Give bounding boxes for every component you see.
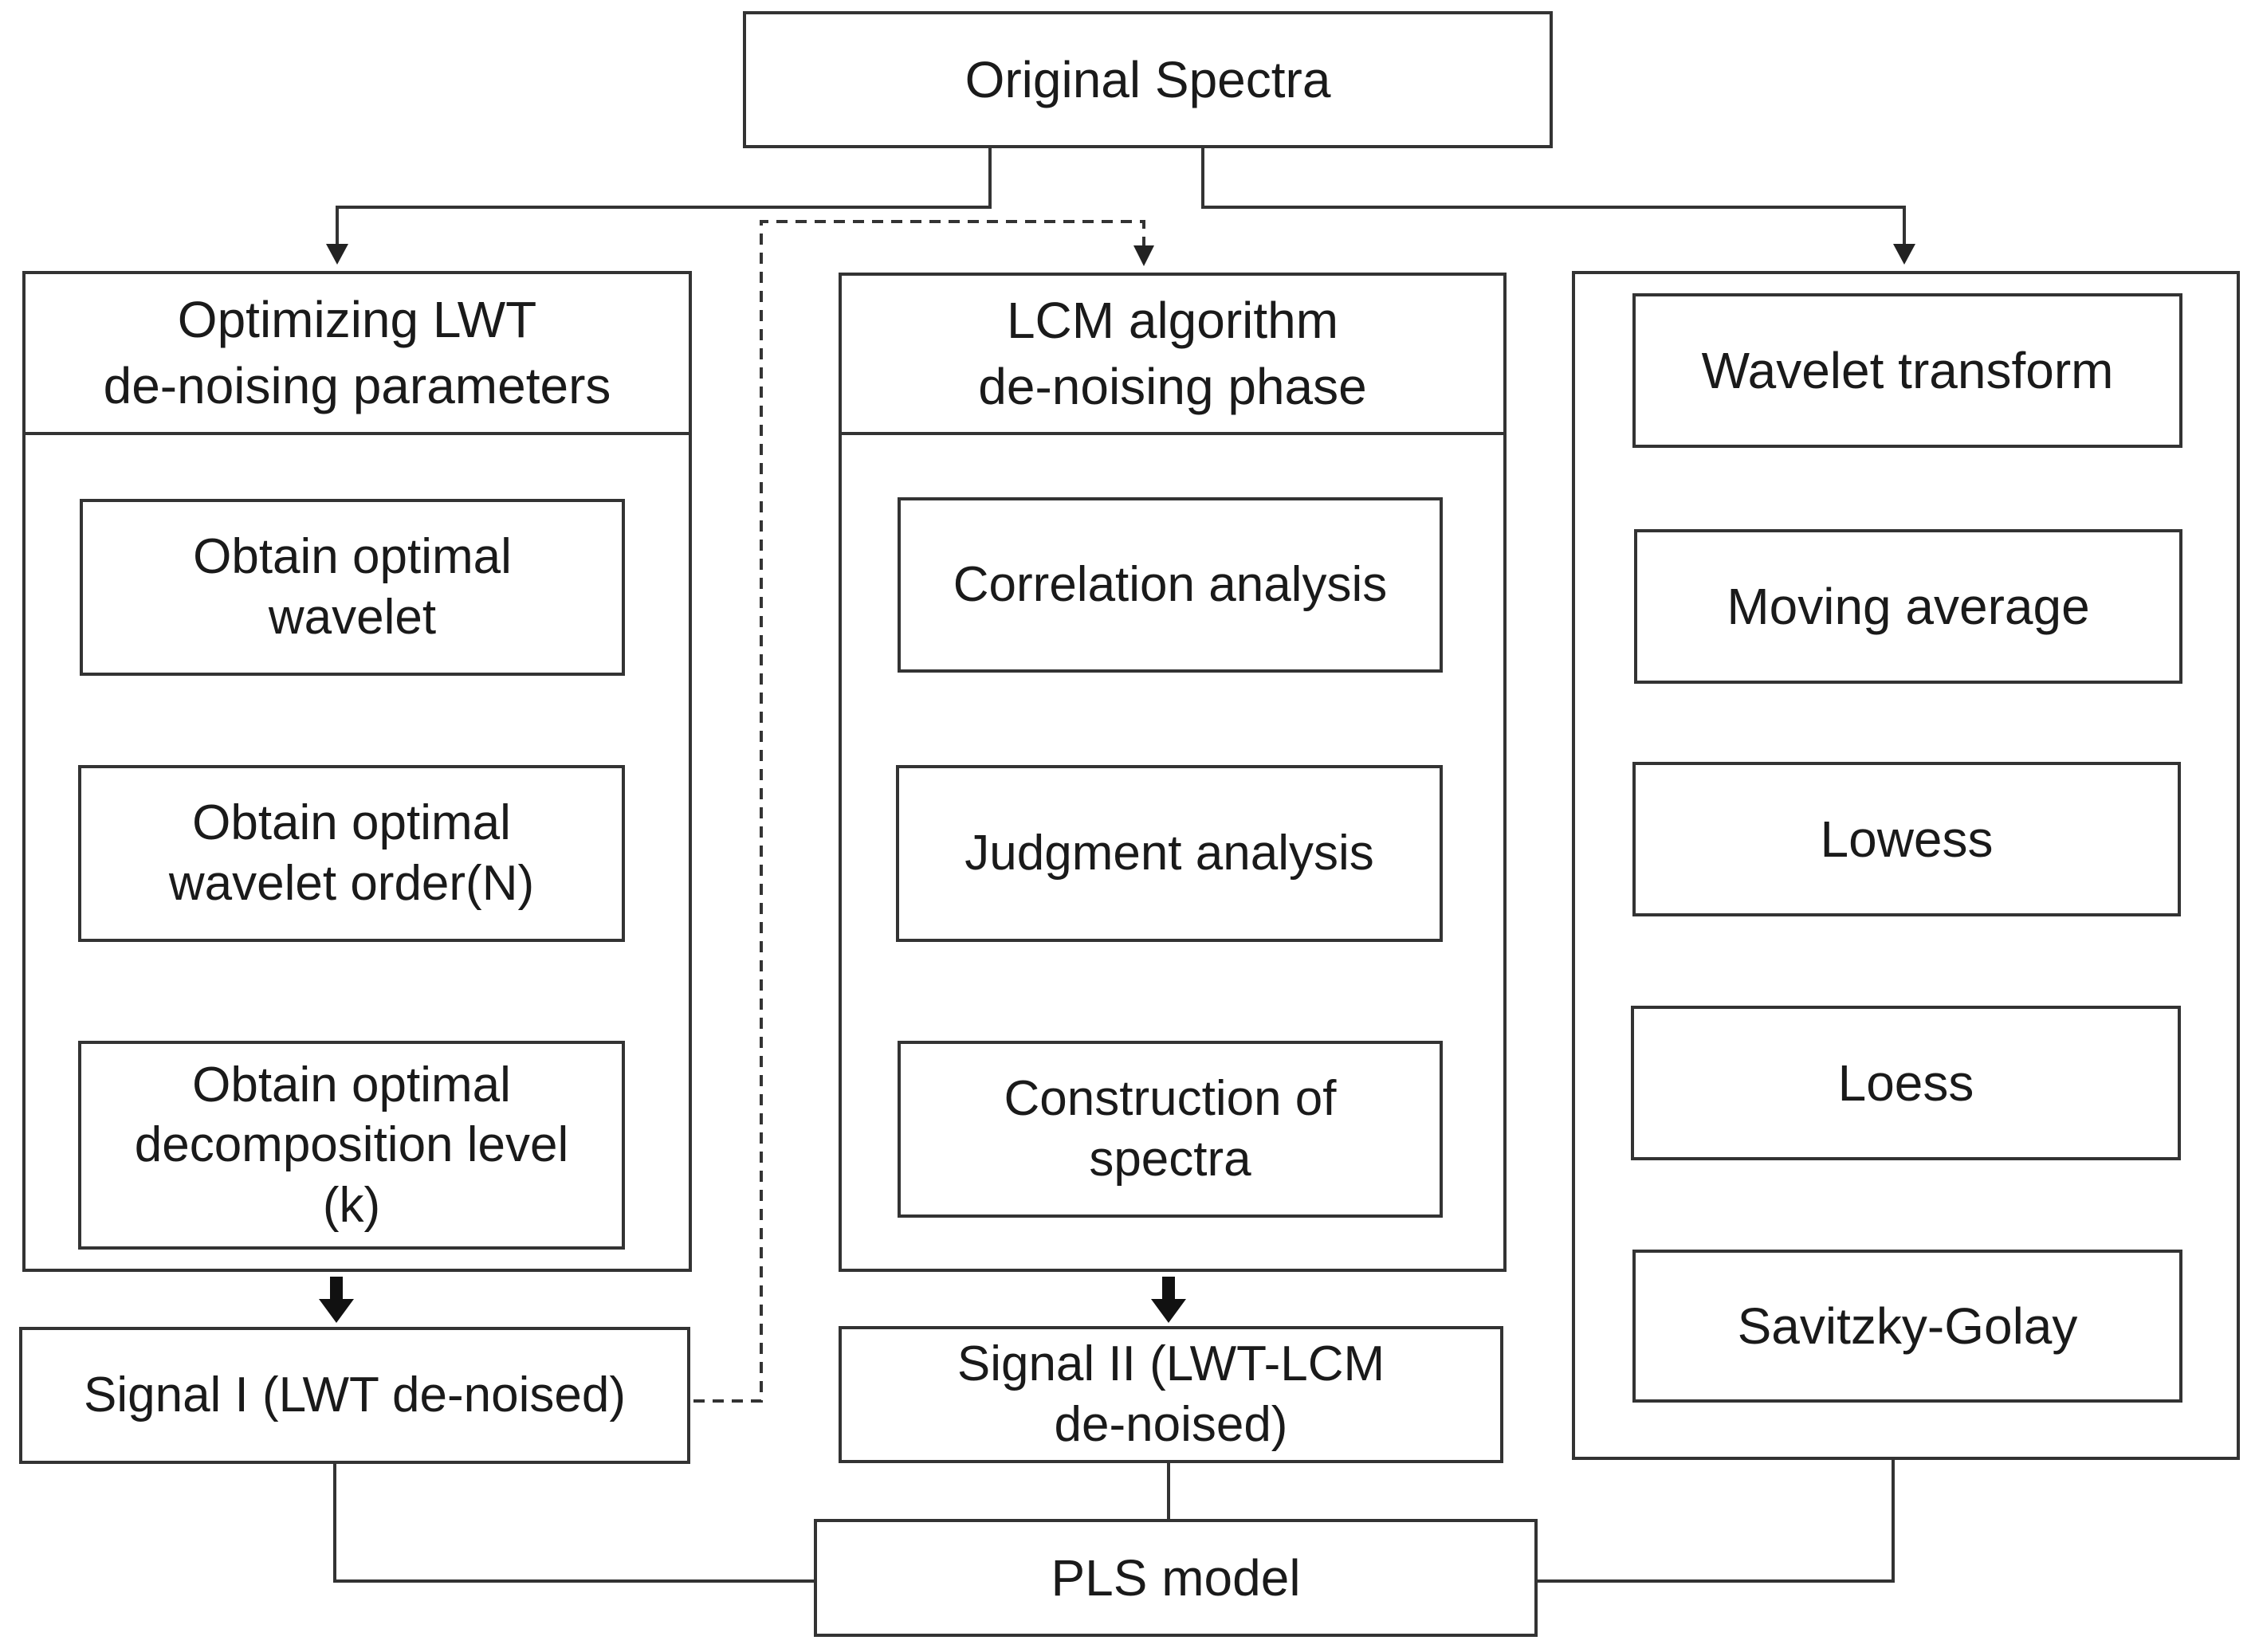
connector-original-to-lwt bbox=[336, 148, 992, 247]
arrowhead-methods bbox=[1893, 244, 1915, 265]
pls-model-box: PLS model bbox=[814, 1519, 1538, 1637]
signal-2-box: Signal II (LWT-LCM de-noised) bbox=[839, 1326, 1503, 1463]
method-wavelet-transform: Wavelet transform bbox=[1632, 293, 2182, 448]
arrowhead-lwt bbox=[326, 244, 348, 265]
method-loess: Loess bbox=[1631, 1006, 2181, 1160]
signal-1-box: Signal I (LWT de-noised) bbox=[19, 1327, 690, 1464]
lwt-step-decomposition-level: Obtain optimal decomposition level (k) bbox=[78, 1041, 625, 1250]
lwt-step-wavelet-order: Obtain optimal wavelet order(N) bbox=[78, 765, 625, 942]
method-savitzky-golay: Savitzky-Golay bbox=[1632, 1250, 2182, 1403]
lcm-step-judgment-analysis: Judgment analysis bbox=[896, 765, 1443, 942]
method-moving-average: Moving average bbox=[1634, 529, 2182, 684]
original-spectra-box: Original Spectra bbox=[743, 11, 1553, 148]
lwt-panel-title: Optimizing LWT de-noising parameters bbox=[26, 274, 689, 435]
connector-methods-to-pls bbox=[1536, 1460, 1895, 1583]
dashed-connector-signal1-to-lcm bbox=[693, 220, 1145, 1403]
block-arrow-lwt-out bbox=[319, 1277, 354, 1323]
block-arrow-lcm-out bbox=[1151, 1277, 1186, 1323]
arrowhead-lcm bbox=[1133, 245, 1154, 266]
lcm-step-construction-of-spectra: Construction of spectra bbox=[898, 1041, 1443, 1218]
lwt-step-optimal-wavelet: Obtain optimal wavelet bbox=[80, 499, 625, 676]
method-lowess: Lowess bbox=[1632, 762, 2181, 916]
lcm-panel-title: LCM algorithm de-noising phase bbox=[842, 276, 1503, 435]
connector-signal1-to-pls bbox=[333, 1464, 815, 1583]
connector-original-to-methods bbox=[1201, 148, 1906, 247]
lcm-step-correlation-analysis: Correlation analysis bbox=[898, 497, 1443, 673]
